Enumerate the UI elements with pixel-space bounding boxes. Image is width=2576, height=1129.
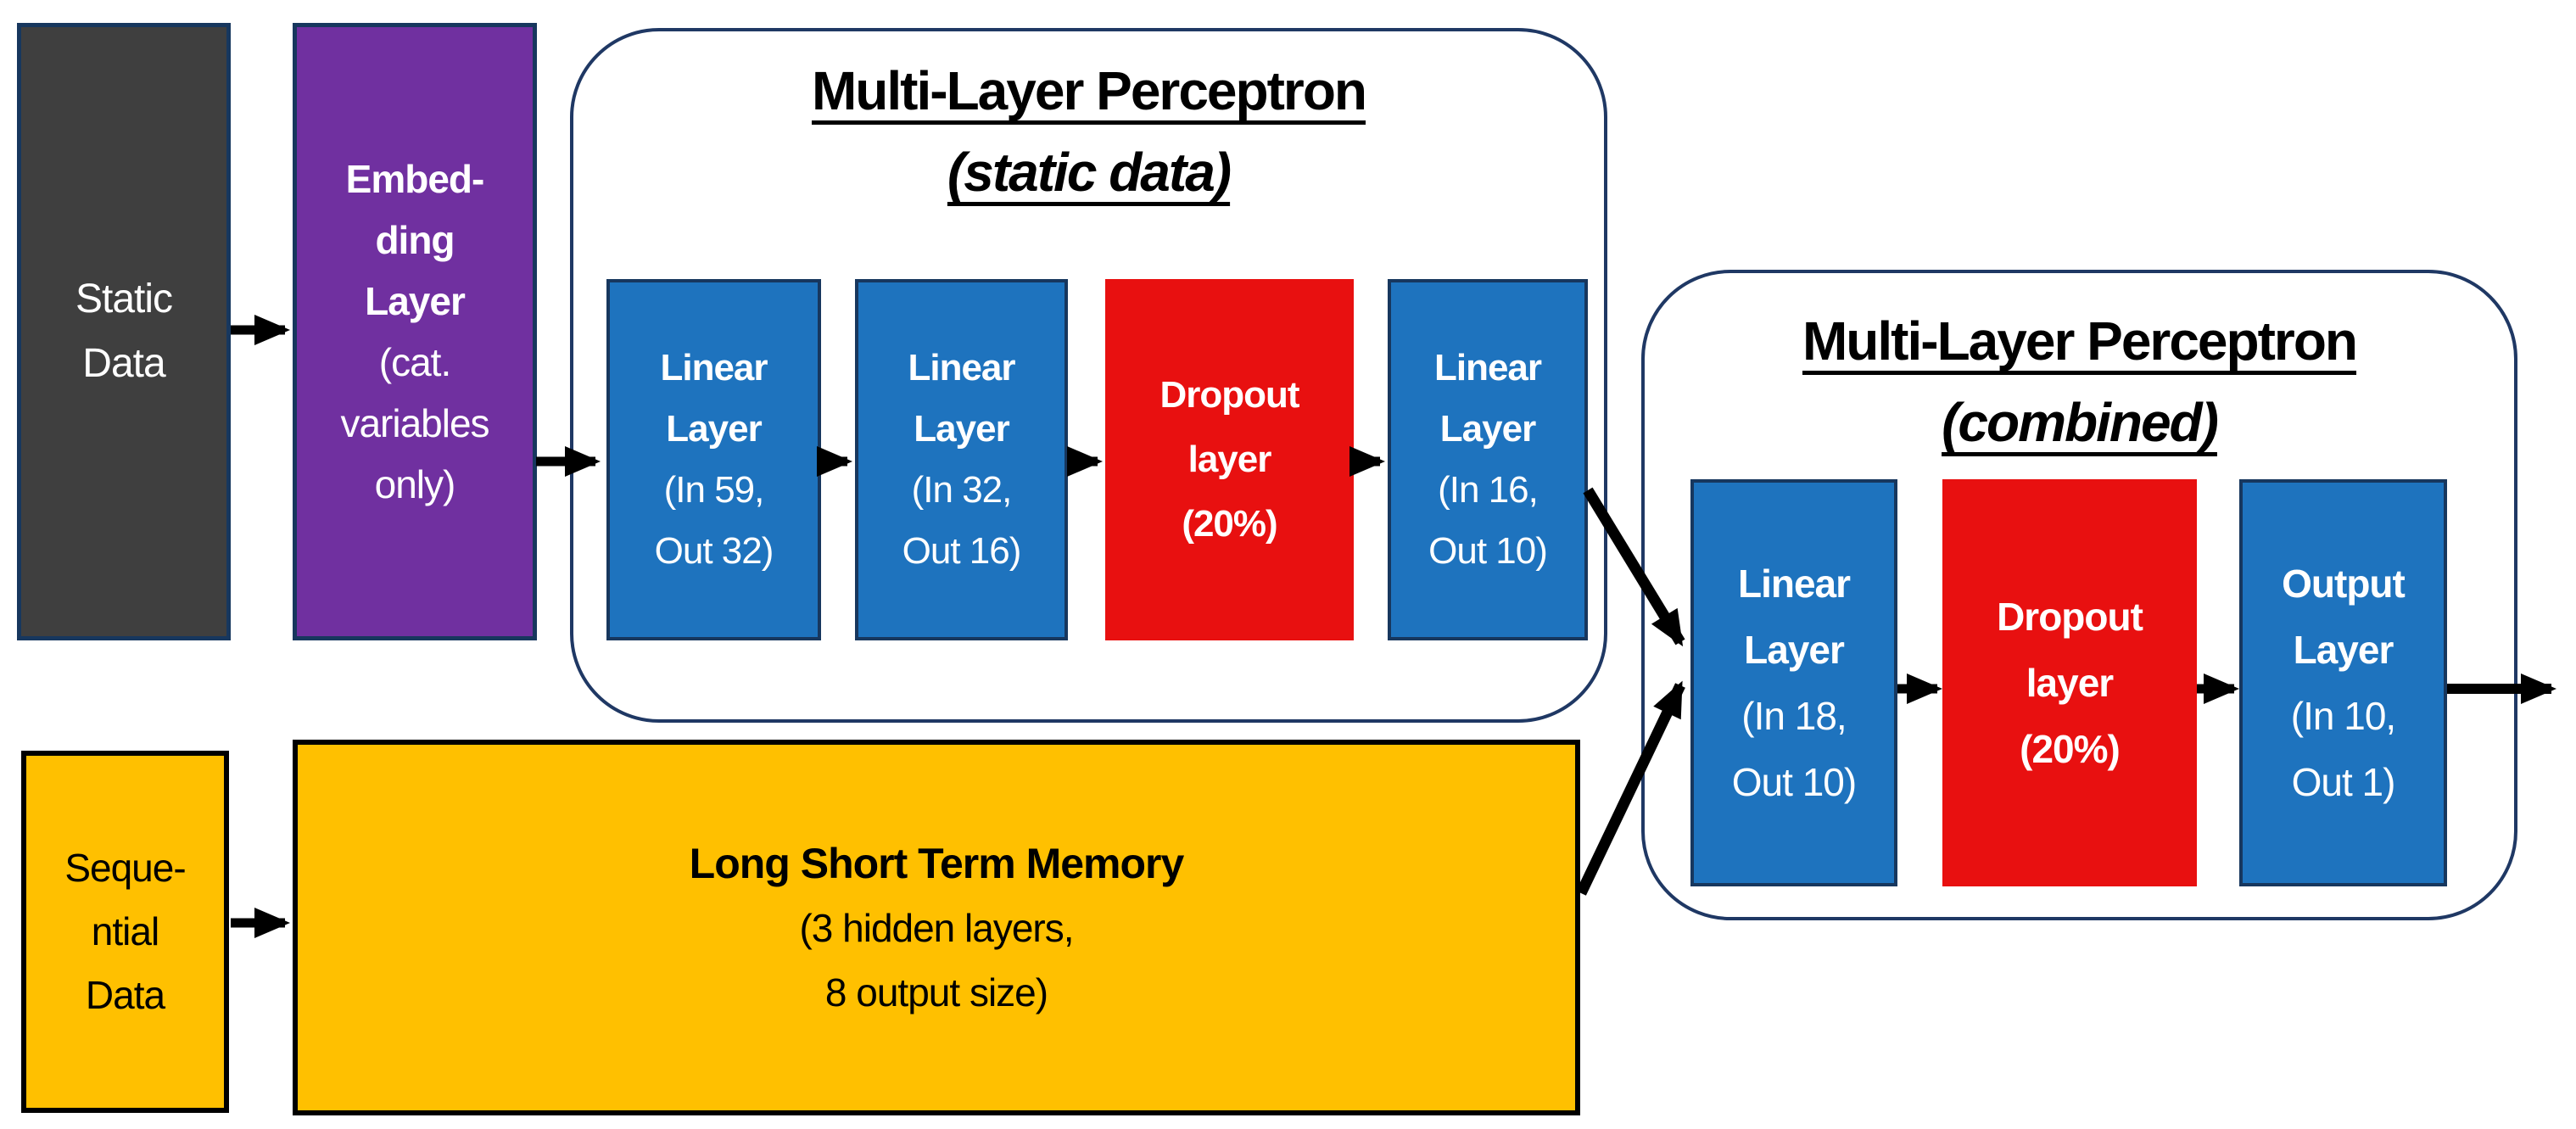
sequential-data-label-line: Data <box>85 973 165 1017</box>
output-layer-box: Output Layer (In 10, Out 1) <box>2239 479 2447 886</box>
lstm-title-line: Long Short Term Memory <box>689 839 1185 887</box>
static-data-label-line: Data <box>82 341 165 386</box>
layer-name-line: Layer <box>1744 628 1845 672</box>
layer-name-line: layer <box>1187 439 1272 480</box>
dropout-layer-static-box: Dropout layer (20%) <box>1105 279 1354 640</box>
mlp-combined-titles: Multi-Layer Perceptron (combined) <box>1645 300 2514 463</box>
mlp-static-subtitle: (static data) <box>947 142 1232 203</box>
layer-detail-line: (In 32, <box>911 469 1013 511</box>
layer-detail-line: (20%) <box>2020 727 2121 771</box>
sequential-data-label-line: Seque- <box>64 846 186 890</box>
embedding-label-line: Layer <box>365 279 466 323</box>
linear-layer-2-box: Linear Layer (In 32, Out 16) <box>855 279 1068 640</box>
layer-name-line: Output <box>2282 562 2406 606</box>
embedding-detail-line: only) <box>374 462 456 506</box>
layer-detail-line: (In 18, <box>1741 694 1847 738</box>
sequential-data-box: Seque- ntial Data <box>21 751 229 1113</box>
lstm-detail-line: (3 hidden layers, <box>799 905 1074 950</box>
layer-name-line: Layer <box>666 408 762 450</box>
combined-dropout-layer-box: Dropout layer (20%) <box>1942 479 2197 886</box>
layer-name-line: layer <box>2026 661 2114 705</box>
layer-detail-line: Out 16) <box>902 530 1022 572</box>
embedding-detail-line: variables <box>340 401 489 445</box>
static-data-label-line: Static <box>75 277 173 321</box>
layer-name-line: Layer <box>1439 408 1536 450</box>
layer-detail-line: Out 32) <box>654 530 774 572</box>
layer-name-line: Dropout <box>1997 595 2143 639</box>
static-data-box: Static Data <box>17 23 231 640</box>
mlp-static-title: Multi-Layer Perceptron <box>811 60 1367 121</box>
layer-detail-line: Out 10) <box>1428 530 1548 572</box>
embedding-label-line: Embed- <box>345 157 485 201</box>
linear-layer-3-box: Linear Layer (In 16, Out 10) <box>1388 279 1588 640</box>
lstm-detail-line: 8 output size) <box>824 970 1048 1014</box>
mlp-static-titles: Multi-Layer Perceptron (static data) <box>573 50 1604 213</box>
linear-layer-1-box: Linear Layer (In 59, Out 32) <box>606 279 821 640</box>
embedding-label-line: ding <box>375 218 455 262</box>
embedding-layer-box: Embed- ding Layer (cat. variables only) <box>293 23 537 640</box>
layer-name-line: Layer <box>914 408 1009 450</box>
layer-name-line: Linear <box>660 347 768 388</box>
layer-detail-line: Out 1) <box>2291 760 2396 804</box>
layer-name-line: Dropout <box>1159 374 1299 416</box>
layer-name-line: Linear <box>1433 347 1542 388</box>
sequential-data-label-line: ntial <box>91 909 159 953</box>
layer-detail-line: Out 10) <box>1731 760 1857 804</box>
mlp-combined-title: Multi-Layer Perceptron <box>1802 310 2358 372</box>
layer-name-line: Linear <box>1737 562 1851 606</box>
layer-detail-line: (In 59, <box>663 469 765 511</box>
mlp-combined-subtitle: (combined) <box>1942 392 2219 453</box>
combined-linear-layer-box: Linear Layer (In 18, Out 10) <box>1690 479 1897 886</box>
layer-detail-line: (20%) <box>1182 503 1277 545</box>
layer-name-line: Linear <box>908 347 1015 388</box>
layer-detail-line: (In 10, <box>2290 694 2396 738</box>
embedding-detail-line: (cat. <box>378 340 451 384</box>
layer-name-line: Layer <box>2293 628 2394 672</box>
layer-detail-line: (In 16, <box>1438 469 1539 511</box>
lstm-box: Long Short Term Memory (3 hidden layers,… <box>293 740 1580 1115</box>
